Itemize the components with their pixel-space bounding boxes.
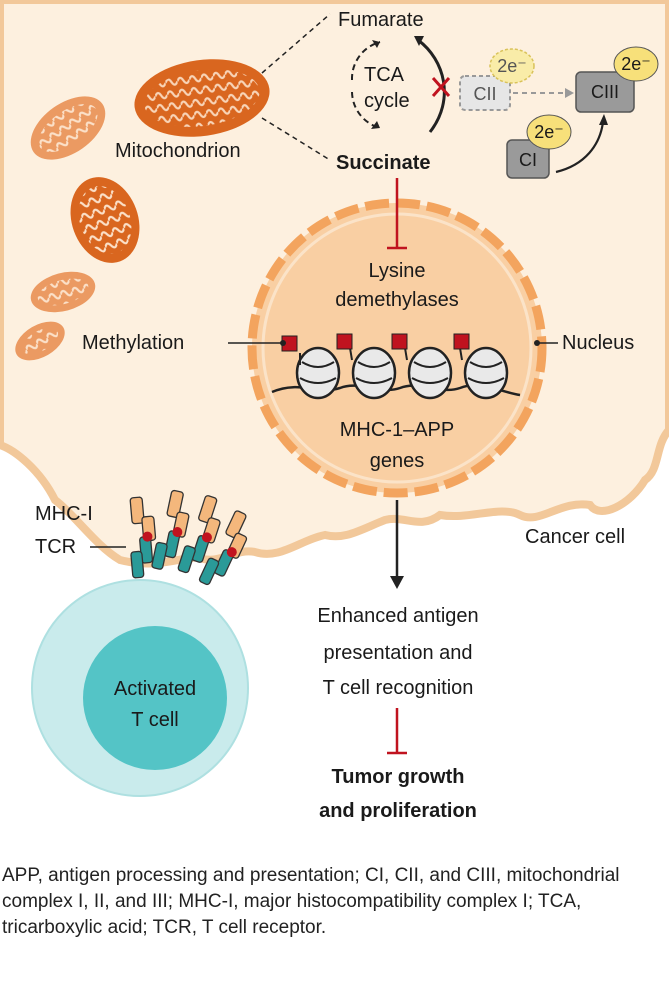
- electron-iii-badge: [613, 46, 659, 82]
- presentation-label: presentation and: [323, 642, 473, 664]
- diagram-canvas: [0, 0, 669, 797]
- complex-i-box: [506, 139, 550, 179]
- nucleosome: [351, 346, 397, 400]
- t-cell-nucleus: [83, 626, 227, 770]
- electron-i-badge: [526, 114, 572, 150]
- electron-ii-label: 2e⁻: [497, 56, 527, 76]
- complex-i-label: CI: [519, 150, 537, 170]
- enhanced-antigen-label: Enhanced antigen: [317, 605, 479, 627]
- mitochondrion: [15, 321, 65, 361]
- proliferation-label: and proliferation: [319, 800, 477, 822]
- methyl-mark: [391, 333, 408, 361]
- complex-iii-label: CIII: [590, 82, 619, 102]
- demethylases-label: demethylases: [335, 289, 459, 311]
- mitochondrion-label: Mitochondrion: [115, 140, 241, 162]
- electron-i-label: 2e⁻: [534, 122, 564, 142]
- tumor-growth-label: Tumor growth: [331, 766, 465, 788]
- diagram: Fumarate TCA cycle Mitochondrion Succina…: [0, 0, 669, 822]
- t-cell-label-2: T cell: [131, 709, 179, 731]
- genes-label-2: genes: [369, 450, 425, 472]
- genes-label: MHC-1–APP: [339, 419, 455, 441]
- complex-iii-box: [575, 71, 635, 113]
- mhc-tcr-pair: [129, 496, 157, 579]
- nucleosome: [295, 346, 341, 400]
- nucleus-label: Nucleus: [562, 332, 635, 354]
- cancer-cell-label: Cancer cell: [525, 526, 626, 548]
- t-cell-label: Activated: [113, 678, 197, 700]
- electron-ii-badge: [489, 48, 535, 84]
- methyl-mark: [453, 333, 470, 361]
- tcr-label: TCR: [35, 536, 77, 558]
- caption: APP, antigen processing and presentation…: [2, 865, 620, 938]
- methyl-mark: [336, 333, 353, 361]
- tca-label: TCA: [364, 64, 404, 86]
- recognition-label: T cell recognition: [322, 677, 474, 699]
- complex-ii-label: CII: [473, 84, 497, 104]
- mhc-tcr-pair: [198, 510, 248, 586]
- mitochondrion-large: [134, 59, 270, 137]
- lysine-label: Lysine: [368, 260, 426, 282]
- succinate-to-fumarate-arrow: [417, 38, 446, 133]
- mitochondrion: [30, 271, 96, 313]
- complex-ii-box: [459, 75, 511, 111]
- mitochondrion: [30, 96, 106, 160]
- tca-cycle-label: cycle: [364, 90, 410, 112]
- methylation-label: Methylation: [82, 332, 185, 354]
- mhc-tcr-pair: [151, 489, 190, 570]
- blocked-x-icon: [431, 77, 451, 97]
- mhc-tcr-pair: [177, 495, 221, 574]
- nucleosome: [463, 346, 509, 400]
- fumarate-label: Fumarate: [338, 9, 424, 31]
- mhc-i-label: MHC-I: [35, 503, 93, 525]
- electron-iii-label: 2e⁻: [621, 54, 651, 74]
- nucleosome: [407, 346, 453, 400]
- mitochondrion: [70, 177, 140, 263]
- succinate-label: Succinate: [336, 152, 431, 174]
